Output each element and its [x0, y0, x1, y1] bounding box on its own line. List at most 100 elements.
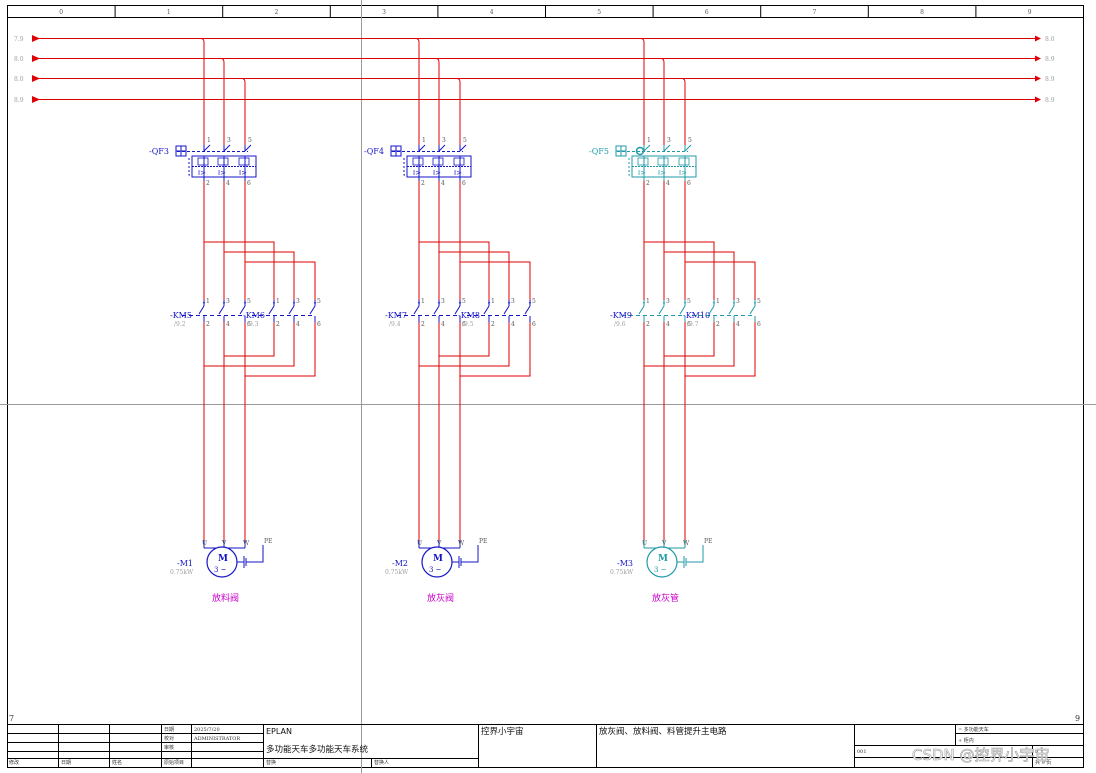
review-label: 审核: [164, 744, 174, 751]
motor-terminal: V: [436, 540, 442, 547]
contactor-b-ref: /9.3: [247, 321, 259, 328]
contact-terminal-bottom: 4: [296, 321, 300, 328]
title-block: 日期 2025/7/20 校对 ADMINISTRATOR 审核 原始项目 修改…: [7, 724, 1084, 767]
motor-pe-terminal: PE: [264, 538, 272, 545]
contact-terminal-top: 1: [276, 298, 280, 305]
bus-tap: [660, 58, 665, 145]
motor-symbol: M: [658, 554, 668, 564]
svg-text:I>: I>: [198, 169, 206, 177]
breaker-terminal-top: 5: [463, 137, 467, 144]
svg-text:I>: I>: [413, 169, 421, 177]
bus-tap: [435, 58, 440, 145]
name-label: 姓名: [112, 759, 122, 766]
contact-terminal-bottom: 2: [276, 321, 280, 328]
motor-label: -M2: [392, 559, 408, 568]
contact-terminal-top: 3: [736, 298, 740, 305]
circuit-2: I>12I>34I>56-QF4123456123456-KM7/9.4-KM8…: [364, 38, 536, 604]
contactor-a-label: -KM7: [385, 311, 407, 320]
breaker-terminal-top: 3: [442, 137, 446, 144]
contactor-a-ref: /9.2: [174, 321, 186, 328]
circuit-caption: 放料阀: [212, 592, 239, 604]
date-label: 日期: [164, 727, 174, 733]
drawing-title: 放灰阀、放料阀、料管提升主电路: [599, 726, 727, 737]
contact-terminal-bottom: 4: [511, 321, 515, 328]
contact-terminal-top: 1: [206, 298, 210, 305]
breaker-terminal-top: 1: [207, 137, 211, 144]
contact-terminal-bottom: 6: [532, 321, 536, 328]
motor-terminal: U: [417, 540, 422, 547]
motor-symbol: M: [433, 554, 443, 564]
circuit-3: I>12I>34I>56-QF5123456123456-KM9/9.6-KM1…: [589, 38, 761, 604]
power-bus: 7.9 8.0 8.0 8.9 8.0 8.9 8.9 8.9: [14, 35, 1055, 104]
contactor-b-label: -KM6: [243, 311, 265, 320]
contact-terminal-top: 1: [646, 298, 650, 305]
circuit-caption: 放灰阀: [427, 592, 454, 604]
check-label: 校对: [164, 735, 174, 742]
bus-tap: [241, 78, 246, 145]
breaker-terminal-bottom: 2: [646, 180, 650, 187]
project-name: 多功能天车多功能天车系统: [266, 744, 369, 755]
bus-left-label-1: 7.9: [14, 36, 24, 43]
author-name: 控界小宇宙: [481, 726, 524, 737]
svg-text:I>: I>: [638, 169, 646, 177]
contact-terminal-bottom: 2: [491, 321, 495, 328]
ruler-column-7: 7: [813, 9, 817, 16]
bus-right-label-1: 8.0: [1045, 36, 1055, 43]
ruler-column-4: 4: [490, 9, 494, 16]
ruler-column-0: 0: [59, 9, 63, 16]
contact-terminal-bottom: 6: [462, 321, 466, 328]
contact-terminal-bottom: 2: [206, 321, 210, 328]
company-name: EPLAN: [266, 727, 292, 736]
sheet-number: 001: [857, 749, 867, 755]
breaker--QF3: I>12I>34I>56-QF3: [149, 137, 257, 187]
bus-right-label-2: 8.9: [1045, 56, 1055, 63]
breaker-label: -QF3: [149, 147, 169, 156]
modify-label: 修改: [9, 759, 19, 766]
contactor-b-label: -KM8: [458, 311, 480, 320]
original-label: 原始项目: [164, 759, 184, 766]
bus-tap: [415, 38, 420, 145]
bus-tap: [200, 38, 205, 145]
contact-terminal-bottom: 4: [226, 321, 230, 328]
breaker-terminal-bottom: 4: [666, 180, 670, 187]
circuit-1: I>12I>34I>56-QF3123456123456-KM5/9.2-KM6…: [149, 38, 321, 604]
contactor-a-ref: /9.6: [614, 321, 626, 328]
contact-terminal-bottom: 2: [421, 321, 425, 328]
motor-terminal: U: [642, 540, 647, 547]
bus-left-label-2: 8.0: [14, 56, 24, 63]
svg-text:I>: I>: [454, 169, 462, 177]
breaker-label: -QF4: [364, 147, 384, 156]
breaker--QF5: I>12I>34I>56-QF5: [589, 137, 697, 187]
contact-terminal-top: 5: [317, 298, 321, 305]
replace-label: 替换: [266, 759, 276, 766]
svg-text:I>: I>: [433, 169, 441, 177]
svg-text:I>: I>: [218, 169, 226, 177]
svg-text:I>: I>: [239, 169, 247, 177]
ruler-column-8: 8: [920, 9, 924, 16]
breaker-terminal-top: 1: [422, 137, 426, 144]
breaker-terminal-top: 1: [647, 137, 651, 144]
breaker-terminal-top: 5: [248, 137, 252, 144]
contact-terminal-top: 5: [247, 298, 251, 305]
ruler-column-3: 3: [382, 9, 386, 16]
breaker-terminal-top: 5: [688, 137, 692, 144]
breaker-terminal-bottom: 6: [462, 180, 466, 187]
contact-terminal-top: 3: [226, 298, 230, 305]
contact-terminal-top: 1: [716, 298, 720, 305]
motor-pe-terminal: PE: [704, 538, 712, 545]
contact-terminal-bottom: 6: [687, 321, 691, 328]
contactor-b-ref: /9.5: [462, 321, 474, 328]
contact-terminal-bottom: 6: [317, 321, 321, 328]
breaker-terminal-bottom: 4: [226, 180, 230, 187]
motor-terminal: W: [683, 540, 690, 547]
check-value: ADMINISTRATOR: [193, 736, 240, 742]
contact-terminal-bottom: 4: [441, 321, 445, 328]
contactor-b-ref: /9.7: [687, 321, 699, 328]
contact-terminal-bottom: 4: [736, 321, 740, 328]
ruler-column-1: 1: [167, 9, 171, 16]
breaker-label: -QF5: [589, 147, 609, 156]
watermark: CSDN @控界小宇宙: [912, 746, 1050, 764]
bus-tap: [220, 58, 225, 145]
